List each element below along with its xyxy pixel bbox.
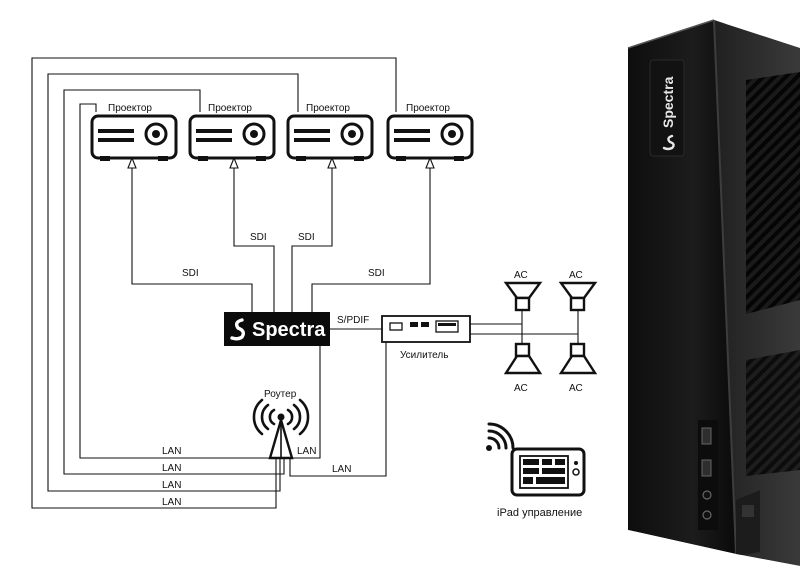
sdi-label-4: SDI (368, 268, 385, 279)
speaker-icon (503, 342, 543, 375)
sdi-wiring (131, 164, 431, 312)
router-label: Роутер (264, 389, 297, 400)
speaker-bottom-left-label: АС (514, 383, 528, 394)
speaker-top-left: АС (503, 270, 543, 312)
projector-icon (386, 114, 474, 160)
lan-label-4: LAN (162, 497, 181, 508)
lan-label-6: LAN (332, 464, 351, 475)
lan-label-2: LAN (162, 463, 181, 474)
projector-2: Проектор (188, 103, 276, 161)
projector-icon (90, 114, 178, 160)
speaker-bottom-right: АС (558, 342, 598, 394)
lan-label-5: LAN (297, 446, 316, 457)
speaker-bottom-right-label: АС (569, 383, 583, 394)
ipad-control: iPad управление (486, 422, 586, 519)
router: Роутер (252, 389, 310, 460)
amplifier-label: Усилитель (400, 350, 448, 361)
projector-4-label: Проектор (406, 103, 450, 114)
audio-wiring (330, 310, 579, 344)
wifi-icon (486, 422, 515, 451)
speaker-icon (503, 281, 543, 312)
lan-label-3: LAN (162, 480, 181, 491)
usb-port-icon (701, 459, 712, 477)
sdi-label-1: SDI (182, 268, 199, 279)
spdif-label: S/PDIF (337, 315, 369, 326)
router-antenna-icon (252, 398, 310, 460)
speaker-icon (558, 281, 598, 312)
spectra-pc-tower: Spectra (627, 19, 800, 576)
projector-3-label: Проектор (306, 103, 350, 114)
sdi-arrowheads (127, 156, 435, 169)
sdi-label-3: SDI (298, 232, 315, 243)
pc-brand-badge: Spectra (649, 59, 685, 157)
usb-port-icon (701, 427, 712, 445)
projector-1: Проектор (90, 103, 178, 161)
audio-jack-icon (702, 510, 712, 520)
projector-icon (188, 114, 276, 160)
projector-3: Проектор (286, 103, 374, 161)
ipad-icon (510, 447, 586, 497)
spectra-logo-icon (230, 318, 246, 341)
projector-icon (286, 114, 374, 160)
projector-4: Проектор (386, 103, 474, 161)
speaker-top-left-label: АС (514, 270, 528, 281)
sdi-label-2: SDI (250, 232, 267, 243)
speaker-top-right-label: АС (569, 270, 583, 281)
ipad-label: iPad управление (497, 507, 582, 519)
amplifier (381, 315, 471, 343)
projector-2-label: Проектор (208, 103, 252, 114)
speaker-icon (558, 342, 598, 375)
spectra-server-brand: Spectra (252, 319, 326, 341)
lan-wiring (31, 57, 397, 509)
projector-1-label: Проектор (108, 103, 152, 114)
speaker-bottom-left: АС (503, 342, 543, 394)
speaker-top-right: АС (558, 270, 598, 312)
lan-label-1: LAN (162, 446, 181, 457)
spectra-logo-icon (662, 134, 675, 151)
audio-jack-icon (702, 490, 712, 500)
spectra-server: Spectra (224, 312, 330, 346)
pc-brand-text: Spectra (660, 76, 676, 128)
